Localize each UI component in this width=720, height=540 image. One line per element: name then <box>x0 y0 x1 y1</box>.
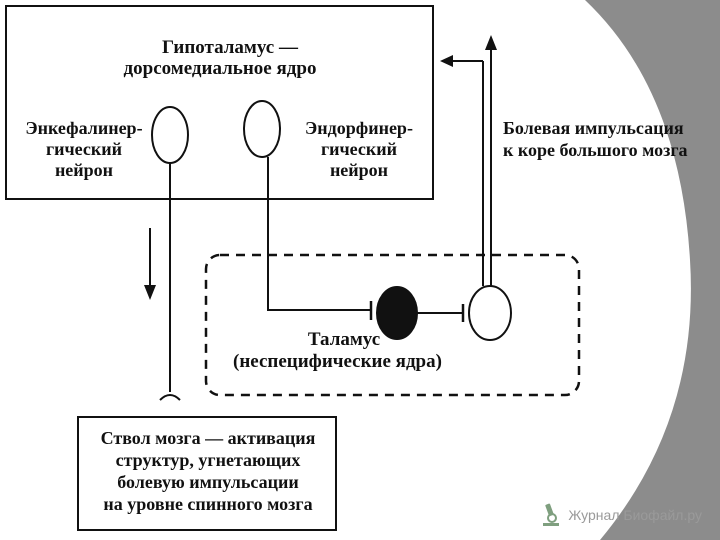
relay-neuron <box>468 285 512 341</box>
slide-background-shape <box>585 0 720 540</box>
endorphinergic-neuron <box>243 100 281 158</box>
arrow-to-cortex <box>485 35 497 50</box>
thalamus-dashed-region <box>204 253 581 397</box>
hypothalamus-title-line1: Гипоталамус — <box>162 37 298 58</box>
hypothalamus-title-line2: дорсомедиальное ядро <box>123 58 317 79</box>
hypothalamus-box <box>5 5 434 200</box>
descending-arrow <box>144 285 156 300</box>
pain-impulse-label: Болевая импульсация к коре большого мозг… <box>503 118 688 160</box>
endorphinergic-axon <box>267 157 370 311</box>
enkephalinergic-neuron-label: Энкефалинер- гический нейрон <box>25 118 143 180</box>
microscope-icon <box>543 503 560 526</box>
thalamus-title: Таламус <box>307 329 381 350</box>
watermark-text: Журнал Биофайл.ру <box>568 507 702 523</box>
brainstem-synapse-terminal <box>159 394 181 401</box>
brainstem-label: Ствол мозга — активация структур, угнета… <box>100 428 316 514</box>
thalamus-subtitle: (неспецифические ядра) <box>233 351 442 372</box>
brainstem-box <box>77 416 337 531</box>
endorphinergic-neuron-label: Эндорфинер- гический нейрон <box>305 118 413 180</box>
arrow-to-hypothalamus <box>440 55 453 67</box>
watermark: Журнал Биофайл.ру <box>540 502 702 528</box>
